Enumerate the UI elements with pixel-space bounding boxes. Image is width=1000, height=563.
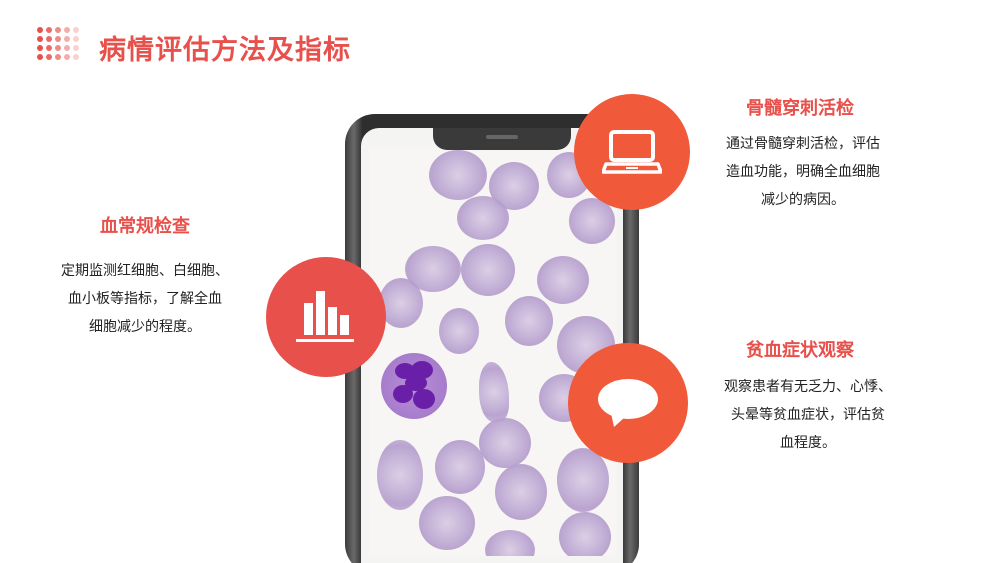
bar-chart-icon (296, 291, 354, 342)
page-title: 病情评估方法及指标 (99, 35, 351, 66)
phone-speaker (486, 135, 518, 139)
blood-routine-title: 血常规检查 (100, 216, 190, 237)
blood-routine-icon-circle (266, 257, 386, 377)
desc-line: 血小板等指标，了解全血 (68, 291, 222, 307)
laptop-icon (602, 130, 662, 174)
desc-line: 观察患者有无乏力、心悸、 (724, 379, 892, 395)
speech-bubble-icon (598, 379, 658, 427)
blood-routine-description: 定期监测红细胞、白细胞、 血小板等指标，了解全血 细胞减少的程度。 (50, 257, 240, 341)
bone-marrow-icon-circle (574, 94, 690, 210)
desc-line: 定期监测红细胞、白细胞、 (61, 263, 229, 279)
anemia-icon-circle (568, 343, 688, 463)
desc-line: 造血功能，明确全血细胞 (726, 164, 880, 180)
bone-marrow-description: 通过骨髓穿刺活检，评估 造血功能，明确全血细胞 减少的病因。 (718, 130, 888, 214)
desc-line: 通过骨髓穿刺活检，评估 (726, 136, 880, 152)
desc-line: 细胞减少的程度。 (89, 319, 201, 335)
phone-notch (433, 128, 571, 150)
blood-smear-image (369, 148, 617, 556)
desc-line: 减少的病因。 (761, 192, 845, 208)
anemia-title: 贫血症状观察 (746, 340, 854, 361)
white-blood-cell (381, 353, 447, 419)
anemia-description: 观察患者有无乏力、心悸、 头晕等贫血症状，评估贫 血程度。 (718, 373, 898, 457)
decorative-dot-grid (37, 27, 79, 60)
bone-marrow-title: 骨髓穿刺活检 (746, 98, 854, 119)
desc-line: 头晕等贫血症状，评估贫 (731, 407, 885, 423)
phone-bezel (361, 128, 623, 563)
desc-line: 血程度。 (780, 435, 836, 451)
